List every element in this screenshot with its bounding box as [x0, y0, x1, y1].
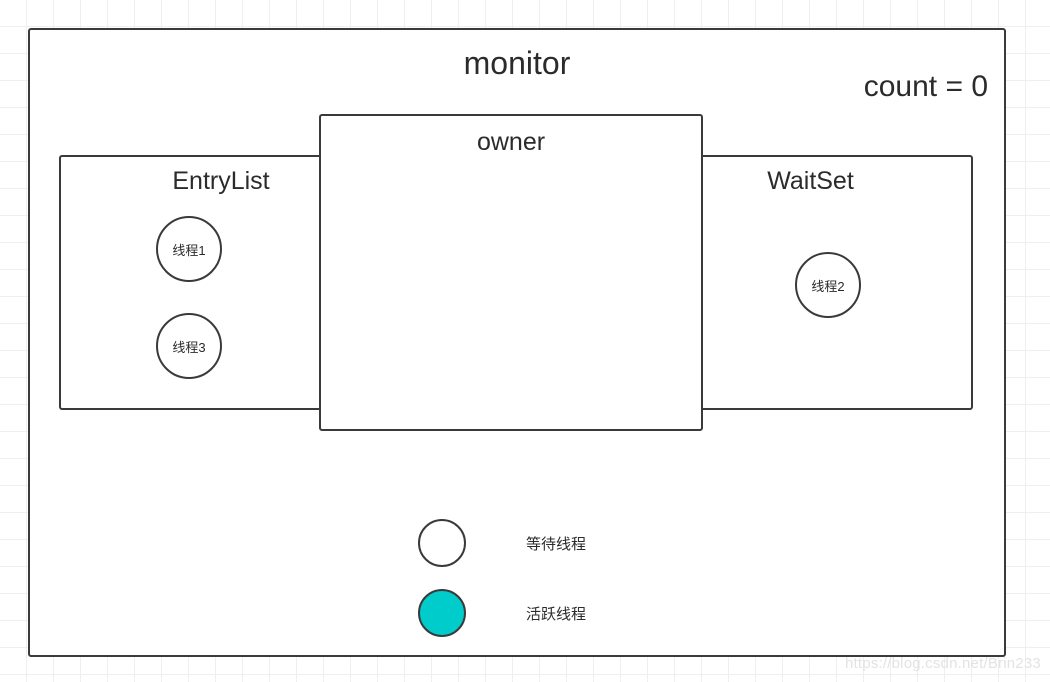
thread-node-2: 线程2 [795, 252, 861, 318]
legend: 等待线程 活跃线程 [418, 508, 586, 648]
legend-label-active-thread: 活跃线程 [526, 605, 587, 623]
waitset-title: WaitSet [767, 167, 854, 195]
count-label: count = 0 [863, 70, 988, 103]
monitor-title: monitor [463, 45, 571, 81]
watermark: https://blog.csdn.net/Brin233 [845, 655, 1041, 672]
legend-swatch-active-thread [418, 589, 466, 637]
owner-title: owner [476, 128, 546, 156]
legend-item-waiting: 等待线程 [418, 508, 586, 578]
legend-label-waiting-thread: 等待线程 [526, 535, 587, 553]
legend-item-active: 活跃线程 [418, 578, 586, 648]
thread-node-3: 线程3 [156, 313, 222, 379]
entrylist-title: EntryList [172, 167, 270, 195]
owner-box: owner [319, 114, 703, 431]
legend-swatch-waiting-thread [418, 519, 466, 567]
thread-node-1: 线程1 [156, 216, 222, 282]
